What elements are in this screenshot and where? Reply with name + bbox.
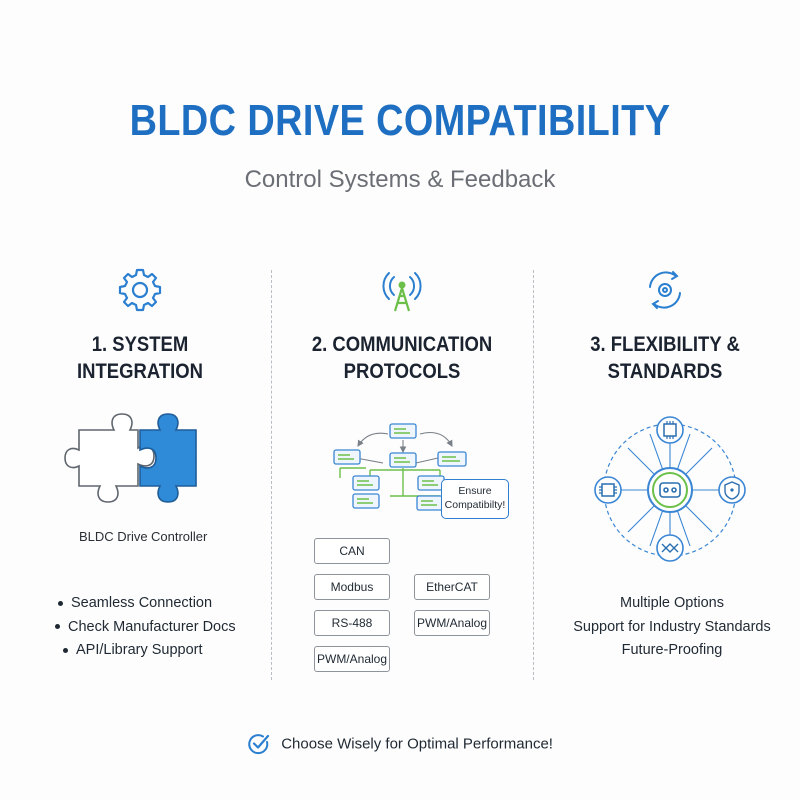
list-item: Multiple Options	[620, 595, 724, 611]
network-node	[352, 493, 380, 509]
column-heading-communication-protocols: 2. COMMUNICATION PROTOCOLS	[311, 333, 493, 383]
list-item: API/Library Support	[63, 639, 203, 663]
footer: Choose Wisely for Optimal Performance!	[0, 732, 800, 756]
column-heading-flexibility-standards: 3. FLEXIBILITY & STANDARDS	[590, 333, 740, 383]
list-item: Seamless Connection	[58, 592, 212, 616]
network-diagram	[333, 423, 467, 511]
list-item: Check Manufacturer Docs	[55, 616, 236, 640]
hub-center	[647, 467, 693, 513]
protocol-box-can: CAN	[314, 538, 390, 564]
protocol-box-pwm-analog: PWM/Analog	[414, 610, 490, 636]
lock-shield-icon	[718, 476, 746, 504]
chip-icon	[594, 476, 622, 504]
list-item: Future-Proofing	[621, 642, 723, 658]
protocol-box-modbus: Modbus	[314, 574, 390, 600]
hub-diagram	[594, 416, 746, 562]
puzzle-illustration	[64, 413, 197, 503]
page-subtitle: Control Systems & Feedback	[244, 166, 556, 193]
network-node	[416, 495, 444, 511]
refresh-cycle-icon	[649, 271, 681, 309]
column-flexibility-standards: 3. FLEXIBILITY & STANDARDS	[535, 265, 795, 385]
protocol-box-rs-488: RS-488	[314, 610, 390, 636]
list-flexibility-standards: Multiple Options Support for Industry St…	[537, 592, 800, 663]
check-circle-icon	[248, 734, 270, 755]
column-divider-left	[271, 270, 272, 680]
column-communication-protocols: 2. COMMUNICATION PROTOCOLS	[272, 265, 532, 385]
network-node	[333, 449, 361, 465]
list-item: Support for Industry Standards	[573, 618, 771, 635]
puzzle-piece-controller	[139, 413, 197, 503]
column-system-integration: 1. SYSTEM INTEGRATION	[10, 265, 270, 385]
motor-icon	[656, 534, 684, 562]
network-node	[389, 423, 417, 439]
network-node	[389, 452, 417, 468]
puzzle-label-controller: Controller	[151, 529, 208, 544]
protocol-box-ethercat: EtherCAT	[414, 574, 490, 600]
column-heading-system-integration: 1. SYSTEM INTEGRATION	[77, 333, 203, 383]
puzzle-label-bldc-drive: BLDC Drive	[79, 529, 148, 544]
page-title: BLDC DRIVE COMPATIBILITY	[129, 96, 671, 145]
compatibility-callout: Ensure Compatibilty!	[441, 479, 509, 519]
footer-text: Choose Wisely for Optimal Performance!	[281, 735, 553, 753]
network-node	[352, 475, 380, 491]
column-divider-right	[533, 270, 534, 680]
antenna-icon	[382, 272, 422, 312]
puzzle-piece-bldc-drive	[64, 413, 155, 503]
gear-icon	[118, 268, 162, 312]
chip-icon	[656, 416, 684, 444]
network-node	[437, 451, 467, 467]
protocol-box-pwm-analog-2: PWM/Analog	[314, 646, 390, 672]
